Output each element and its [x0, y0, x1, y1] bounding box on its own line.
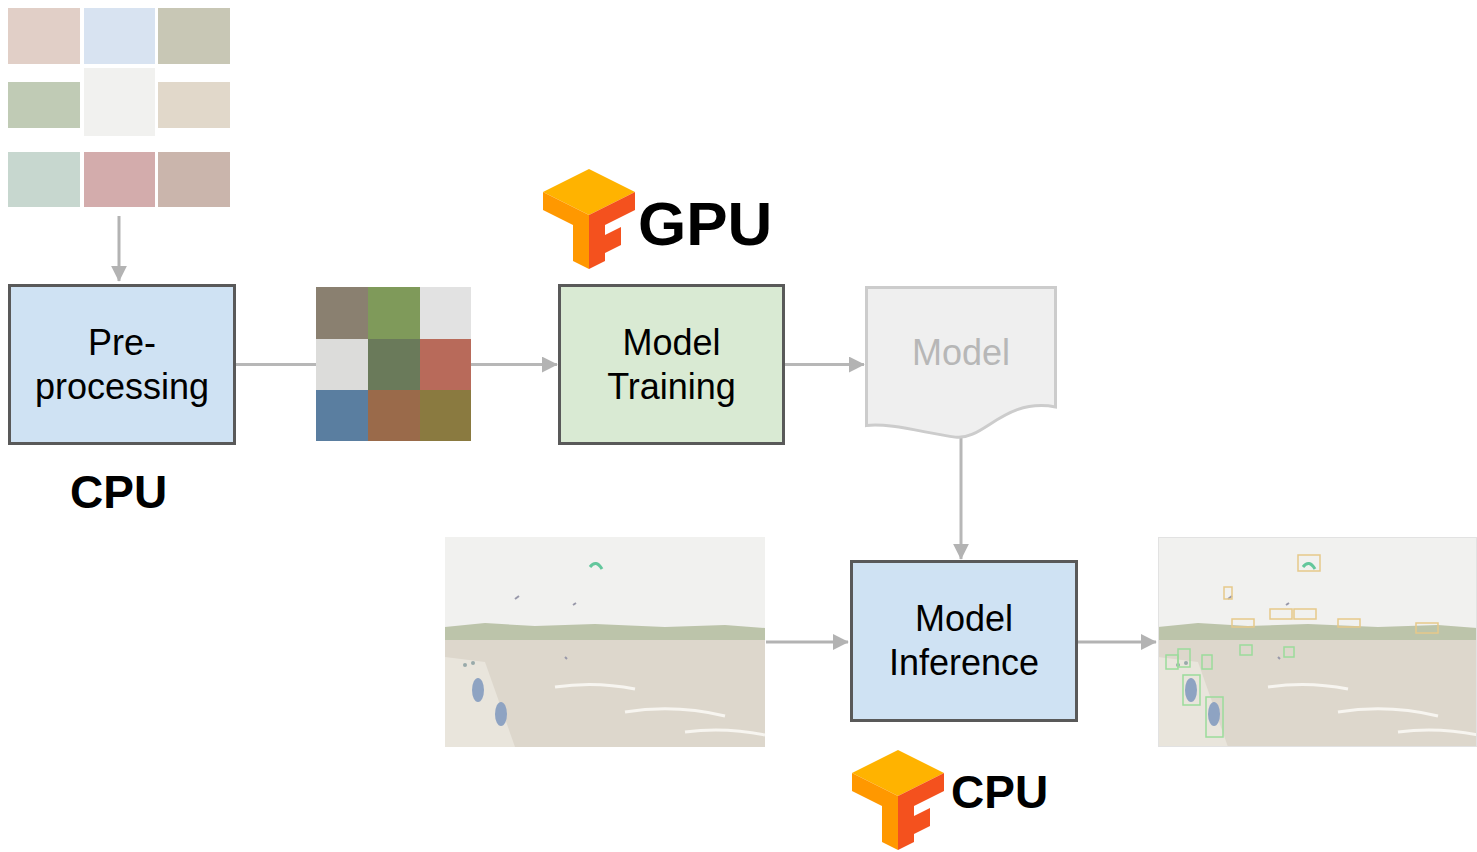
node-text: Model Training: [573, 321, 770, 409]
node-text: Model: [912, 331, 1010, 375]
node-text: Model Inference: [865, 597, 1063, 685]
process-box: Pre- processing: [8, 284, 236, 445]
image-collage: [316, 287, 471, 441]
flow-arrow: [785, 363, 864, 366]
tensorflow-logo: [852, 750, 944, 850]
document-shape-path: [867, 288, 1056, 438]
processor-label: CPU: [951, 769, 1048, 815]
tensorflow-logo: [543, 169, 635, 269]
processor-label: CPU: [70, 469, 167, 515]
process-box: Model Inference: [850, 560, 1078, 722]
node-text: Pre- processing: [23, 321, 221, 409]
processor-label: GPU: [638, 193, 772, 255]
document-shape: Model: [865, 286, 1057, 441]
input-images: [8, 8, 230, 207]
input-photo: [445, 537, 765, 747]
process-box: Model Training: [558, 284, 785, 445]
output-photo: [1158, 537, 1477, 747]
flow-arrow: [960, 436, 963, 559]
